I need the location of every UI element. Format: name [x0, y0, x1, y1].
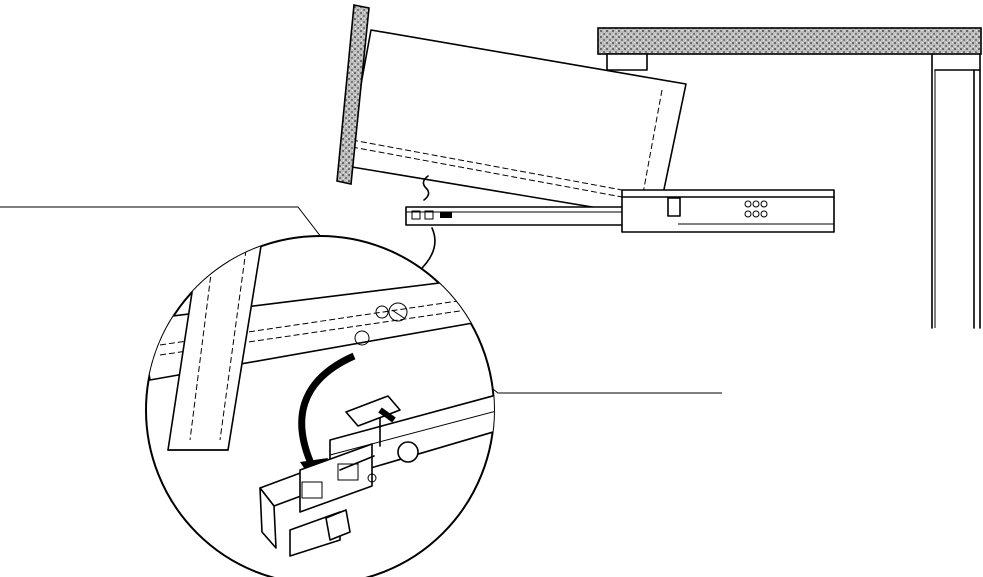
drawer-front-panel	[336, 4, 370, 185]
cabinet-side-wall	[931, 53, 981, 329]
callout-pointer	[417, 227, 436, 273]
drawer-box	[345, 29, 687, 219]
magnified-detail	[145, 235, 495, 577]
drawer-slide-runner	[405, 189, 835, 233]
cabinet-top-panel	[597, 27, 982, 71]
spring-arrow-icon	[422, 175, 430, 201]
